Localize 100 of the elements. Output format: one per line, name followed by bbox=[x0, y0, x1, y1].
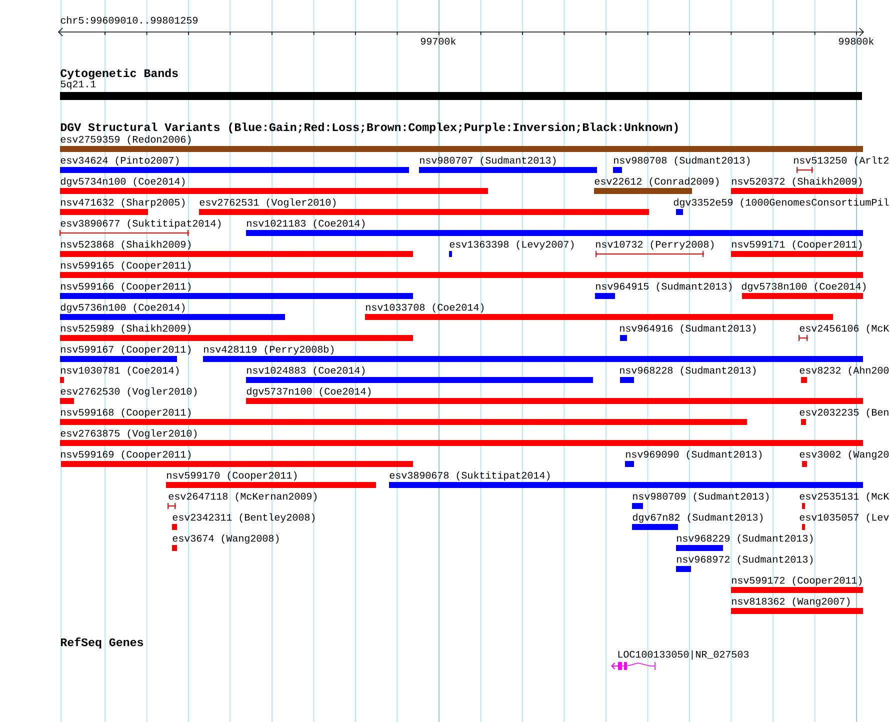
variant-bar: nsv964915 (Sudmant2013) bbox=[595, 282, 732, 299]
coordinate-range: chr5:99609010..99801259 bbox=[60, 16, 198, 24]
node-label: nsv599172 (Cooper2011) bbox=[732, 576, 862, 586]
node-label: dgv5736n100 (Coe2014) bbox=[60, 303, 185, 313]
node-label: LOC100133050|NR_027503 bbox=[618, 650, 749, 660]
track-title: RefSeq Genes bbox=[60, 638, 144, 648]
variant-bar: esv22612 (Conrad2009) bbox=[594, 177, 719, 194]
node-label: dgv3352e59 (1000GenomesConsortiumPil bbox=[674, 198, 889, 208]
variant-bar: nsv599170 (Cooper2011) bbox=[166, 471, 376, 488]
node-label: nsv525989 (Shaikh2009) bbox=[61, 324, 191, 334]
node-label: dgv5738n100 (Coe2014) bbox=[742, 282, 866, 292]
variant-range: esv2647118 (McKernan2009) bbox=[168, 492, 317, 510]
node-label: nsv968229 (Sudmant2013) bbox=[677, 534, 813, 544]
node-label: esv2763875 (Vogler2010) bbox=[60, 429, 197, 439]
variant-bar: dgv5738n100 (Coe2014) bbox=[742, 282, 866, 299]
variant-bar: nsv969090 (Sudmant2013) bbox=[625, 450, 762, 467]
variant-bar: esv2342311 (Bentley2008) bbox=[172, 513, 315, 530]
node-label: esv2535131 (McK bbox=[800, 492, 890, 502]
variant-bar: dgv3352e59 (1000GenomesConsortiumPil bbox=[674, 198, 889, 215]
variant-range: nsv10732 (Perry2008) bbox=[596, 240, 714, 258]
variant-bar: nsv1024883 (Coe2014) bbox=[246, 366, 593, 383]
node-label: esv3674 (Wang2008) bbox=[172, 534, 279, 544]
cytoband-bar: 5q21.1 bbox=[60, 80, 862, 100]
node-label: nsv599169 (Cooper2011) bbox=[61, 450, 191, 460]
variant-bar: nsv980707 (Sudmant2013) bbox=[419, 156, 597, 173]
variant-bar: esv2759359 (Redon2006) bbox=[60, 135, 864, 152]
variant-bar: nsv968229 (Sudmant2013) bbox=[676, 534, 813, 551]
node-label: esv2762531 (Vogler2010) bbox=[200, 198, 336, 208]
variant-bar: nsv428119 (Perry2008b) bbox=[203, 345, 864, 362]
node-label: nsv599168 (Cooper2011) bbox=[61, 408, 191, 418]
variant-bar: nsv599165 (Cooper2011) bbox=[60, 261, 864, 278]
node-label: nsv599165 (Cooper2011) bbox=[61, 261, 191, 271]
track-title: DGV Structural Variants (Blue:Gain;Red:Loss;Brown:Complex;Purple:Inversion;Black:Unknown) bbox=[60, 122, 678, 134]
variant-bar: nsv525989 (Shaikh2009) bbox=[60, 324, 413, 341]
variant-bar: nsv520372 (Shaikh2009) bbox=[731, 177, 864, 194]
variant-bar: dgv5734n100 (Coe2014) bbox=[60, 177, 488, 194]
variant-bar: nsv818362 (Wang2007) bbox=[731, 597, 864, 614]
node-label: esv3890678 (Suktitipat2014) bbox=[390, 471, 550, 481]
variant-bar: nsv599169 (Cooper2011) bbox=[61, 450, 413, 467]
node-label: nsv471632 (Sharp2005) bbox=[61, 198, 185, 208]
node-label: dgv5734n100 (Coe2014) bbox=[60, 177, 185, 187]
node-label: 5q21.1 bbox=[60, 80, 96, 90]
variant-bar: nsv599172 (Cooper2011) bbox=[731, 576, 864, 593]
variant-bar: nsv1021183 (Coe2014) bbox=[246, 219, 864, 236]
axis-tick-label: 99700k bbox=[420, 37, 456, 45]
variant-bar: nsv599167 (Cooper2011) bbox=[60, 345, 191, 362]
variant-bar: nsv968972 (Sudmant2013) bbox=[676, 555, 813, 572]
variant-bar: nsv471632 (Sharp2005) bbox=[60, 198, 185, 215]
variant-bar: nsv523868 (Shaikh2009) bbox=[60, 240, 413, 257]
variant-bar: nsv599171 (Cooper2011) bbox=[731, 240, 864, 257]
node-label: nsv1024883 (Coe2014) bbox=[247, 366, 365, 376]
node-label: esv1363398 (Levy2007) bbox=[450, 240, 574, 250]
variant-bar: dgv5737n100 (Coe2014) bbox=[246, 387, 864, 404]
variant-bar: dgv5736n100 (Coe2014) bbox=[60, 303, 285, 320]
node-label: esv2342311 (Bentley2008) bbox=[172, 513, 315, 523]
variant-bar: nsv1030781 (Coe2014) bbox=[60, 366, 179, 383]
node-label: nsv1021183 (Coe2014) bbox=[247, 219, 365, 229]
node-label: esv3002 (Wang20 bbox=[800, 450, 889, 460]
variant-bar: esv3002 (Wang20 bbox=[800, 450, 889, 467]
node-label: nsv964916 (Sudmant2013) bbox=[620, 324, 756, 334]
node-label: nsv599167 (Cooper2011) bbox=[61, 345, 191, 355]
variant-bar: esv2032235 (Ben bbox=[800, 408, 888, 425]
variant-bar: esv1363398 (Levy2007) bbox=[449, 240, 574, 257]
variant-bar: nsv964916 (Sudmant2013) bbox=[620, 324, 756, 341]
variant-bar: nsv599166 (Cooper2011) bbox=[60, 282, 413, 299]
node-label: nsv980707 (Sudmant2013) bbox=[420, 156, 556, 166]
variant-bar: esv2763875 (Vogler2010) bbox=[60, 429, 864, 446]
variant-bar: esv1035057 (Lev bbox=[800, 513, 889, 530]
variant-range: esv2456106 (McK bbox=[798, 324, 890, 342]
node-label: nsv818362 (Wang2007) bbox=[732, 597, 850, 607]
node-label: nsv520372 (Shaikh2009) bbox=[732, 177, 862, 187]
variant-bar: esv2762530 (Vogler2010) bbox=[60, 387, 197, 404]
axis-tick-label: 99800k bbox=[838, 37, 874, 45]
variant-bar: nsv968228 (Sudmant2013) bbox=[620, 366, 756, 383]
node-label: nsv1030781 (Coe2014) bbox=[61, 366, 179, 376]
variant-bar: nsv980709 (Sudmant2013) bbox=[632, 492, 769, 509]
node-label: esv2759359 (Redon2006) bbox=[60, 135, 191, 145]
node-label: nsv969090 (Sudmant2013) bbox=[626, 450, 762, 460]
node-label: nsv980708 (Sudmant2013) bbox=[614, 156, 750, 166]
variant-bar: esv34624 (Pinto2007) bbox=[60, 156, 409, 173]
node-label: nsv968228 (Sudmant2013) bbox=[620, 366, 756, 376]
variant-range: esv3890677 (Suktitipat2014) bbox=[60, 219, 221, 236]
variant-range: nsv513250 (Arlt2 bbox=[794, 156, 889, 174]
track-title: Cytogenetic Bands bbox=[60, 68, 178, 80]
node-label: esv8232 (Ahn200 bbox=[800, 366, 889, 376]
node-label: nsv964915 (Sudmant2013) bbox=[596, 282, 732, 292]
node-label: nsv428119 (Perry2008b) bbox=[204, 345, 334, 355]
node-label: dgv67n82 (Sudmant2013) bbox=[632, 513, 763, 523]
variant-bar: esv2762531 (Vogler2010) bbox=[199, 198, 649, 215]
node-label: nsv980709 (Sudmant2013) bbox=[633, 492, 769, 502]
variant-bar: esv3674 (Wang2008) bbox=[172, 534, 279, 551]
node-label: nsv523868 (Shaikh2009) bbox=[61, 240, 191, 250]
gene-model: LOC100133050|NR_027503 bbox=[611, 650, 749, 670]
node-label: esv1035057 (Lev bbox=[800, 513, 889, 523]
variant-bar: esv8232 (Ahn200 bbox=[800, 366, 889, 383]
variant-bar: nsv599168 (Cooper2011) bbox=[60, 408, 748, 425]
variant-bar: nsv980708 (Sudmant2013) bbox=[613, 156, 750, 173]
node-label: esv2762530 (Vogler2010) bbox=[60, 387, 197, 397]
node-label: esv22612 (Conrad2009) bbox=[594, 177, 719, 187]
variant-bar: esv2535131 (McK bbox=[800, 492, 890, 509]
